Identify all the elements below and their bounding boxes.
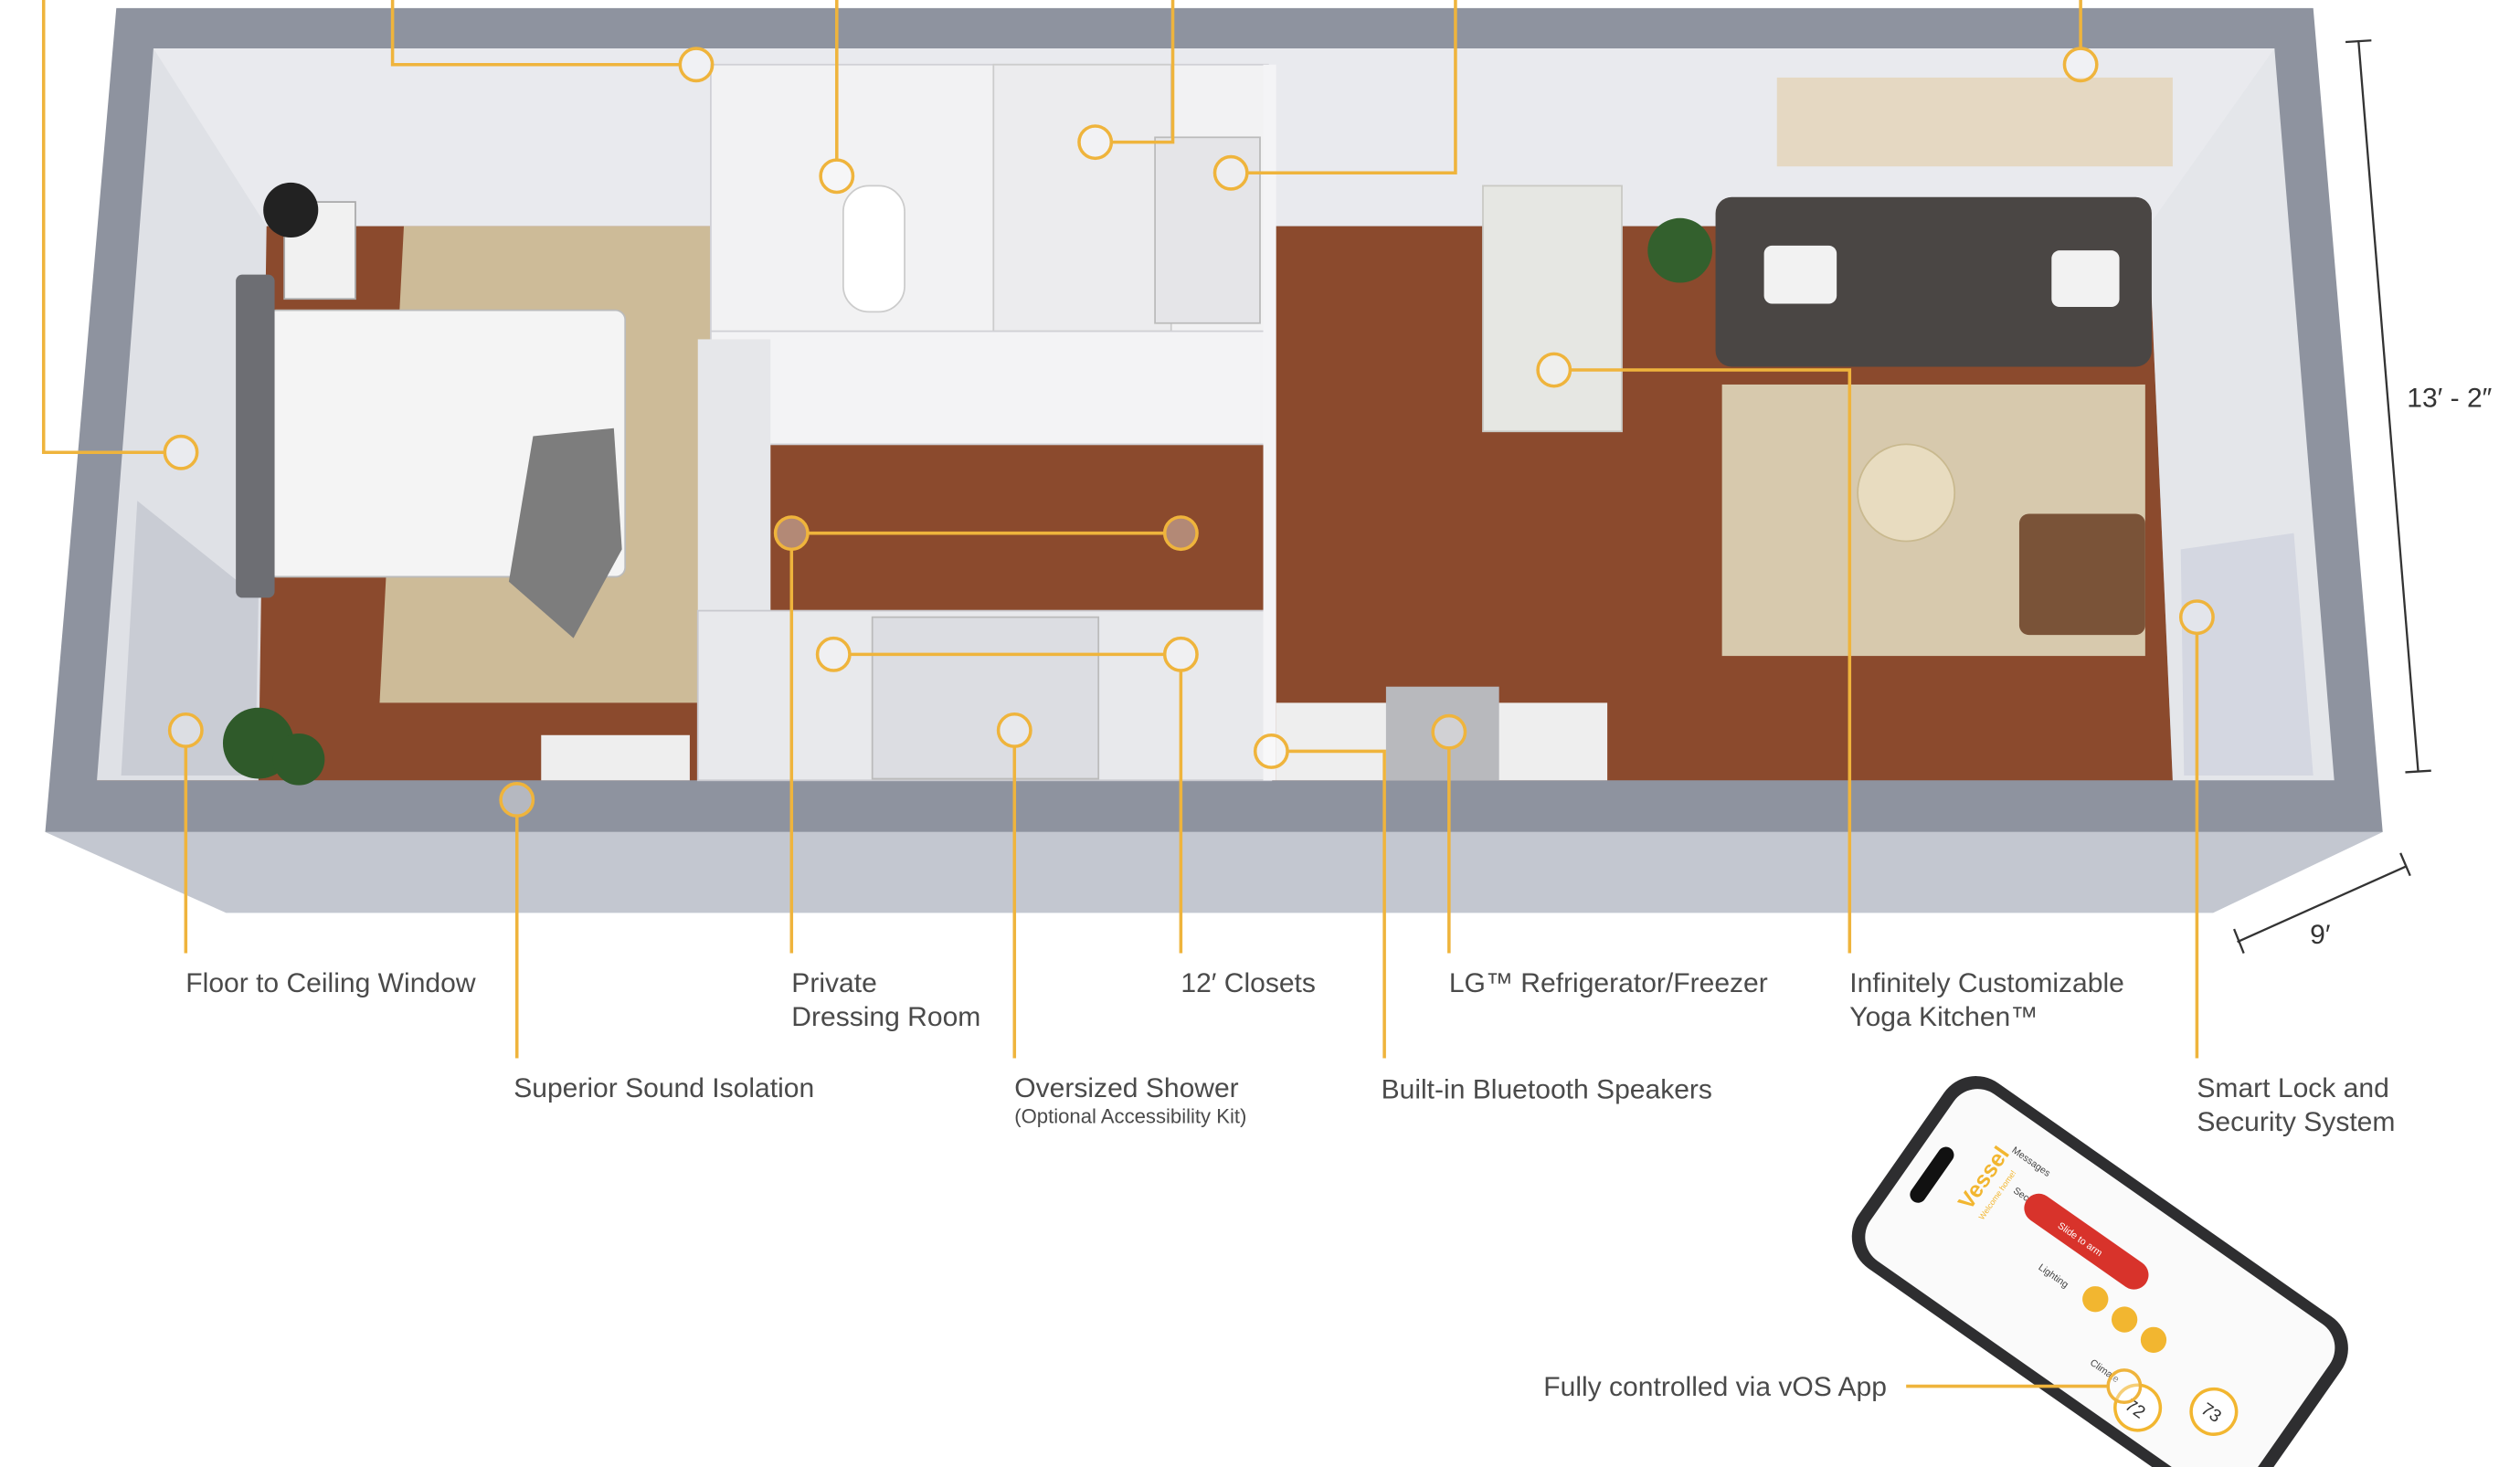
callout-marker[interactable] (773, 515, 810, 552)
callout-marker[interactable] (163, 434, 199, 470)
callout-marker[interactable] (2062, 47, 2099, 83)
label-floor-window: Floor to Ceiling Window (185, 968, 476, 998)
wall-art (1776, 77, 2173, 167)
light-button[interactable] (2135, 1322, 2171, 1357)
toilet (842, 185, 905, 313)
label-sound-isolation: Superior Sound Isolation (514, 1073, 814, 1103)
light-button[interactable] (2106, 1302, 2142, 1337)
callout-marker[interactable] (167, 712, 204, 748)
callout-marker[interactable] (1162, 636, 1199, 672)
label-shower-note: (Optional Accessibility Kit) (1014, 1104, 1246, 1127)
callout-marker[interactable] (2178, 599, 2215, 636)
callout-marker[interactable] (1253, 734, 1289, 769)
label-fridge: LG™ Refrigerator/Freezer (1449, 968, 1768, 998)
light-button[interactable] (2078, 1282, 2113, 1317)
thermostat-dial[interactable] (2106, 1377, 2169, 1440)
label-kitchen-1: Infinitely Customizable (1849, 968, 2124, 998)
sofa (1715, 196, 2152, 367)
pillow (1763, 245, 1837, 304)
callout-marker[interactable] (1212, 154, 1249, 191)
plant (222, 707, 325, 786)
front-wall-face (45, 831, 2383, 913)
thermostat-dial[interactable] (2182, 1380, 2245, 1443)
callout-labels: Floor to Ceiling Window Superior Sound I… (185, 968, 2395, 1402)
label-dressing-room-2: Dressing Room (791, 1002, 980, 1032)
callout-marker[interactable] (819, 158, 855, 195)
pillow (2051, 250, 2120, 308)
label-app: Fully controlled via vOS App (1543, 1372, 1887, 1402)
callout-marker[interactable] (815, 636, 852, 672)
entry-door (2180, 533, 2314, 776)
label-speakers: Built-in Bluetooth Speakers (1382, 1075, 1712, 1105)
label-smart-lock-2: Security System (2197, 1107, 2395, 1137)
kitchen-island (1482, 185, 1623, 433)
arm-slider[interactable] (2018, 1187, 2155, 1294)
shower-stall-top (992, 63, 1172, 332)
dimension-length (2345, 39, 2431, 774)
bedside-speaker (263, 182, 319, 238)
unit-model (45, 7, 2383, 913)
dimension-length-label: 13′ - 2″ (2407, 384, 2492, 414)
dimension-width-label: 9′ (2310, 920, 2331, 950)
vanity (1154, 136, 1261, 324)
label-smart-lock-1: Smart Lock and (2197, 1073, 2388, 1103)
callout-marker[interactable] (1536, 352, 1572, 388)
divider-wall (710, 330, 1269, 446)
callouts (41, 0, 2215, 1059)
callout-marker[interactable] (996, 712, 1032, 748)
callout-marker[interactable] (1162, 515, 1199, 552)
label-shower: Oversized Shower (1014, 1073, 1238, 1103)
label-dressing-room-1: Private (791, 968, 876, 998)
wall-partition (1263, 64, 1276, 781)
refrigerator (1385, 686, 1499, 781)
callout-marker[interactable] (1077, 124, 1114, 161)
shower-stall (871, 616, 1100, 780)
callout-marker[interactable] (1431, 713, 1467, 750)
callout-marker[interactable] (499, 782, 535, 818)
coffee-table (1857, 443, 1956, 543)
desk (541, 734, 690, 781)
armchair (2018, 513, 2145, 636)
plant (1647, 217, 1713, 283)
label-closets: 12′ Closets (1181, 968, 1316, 998)
label-kitchen-2: Yoga Kitchen™ (1849, 1002, 2038, 1032)
dimension-width (2233, 852, 2411, 954)
bedroom-window (121, 501, 259, 776)
headboard (236, 274, 275, 598)
callout-marker[interactable] (2106, 1368, 2143, 1405)
dynamic-island (1910, 1146, 1954, 1203)
bed-throw (508, 427, 622, 639)
callout-marker[interactable] (678, 47, 715, 83)
